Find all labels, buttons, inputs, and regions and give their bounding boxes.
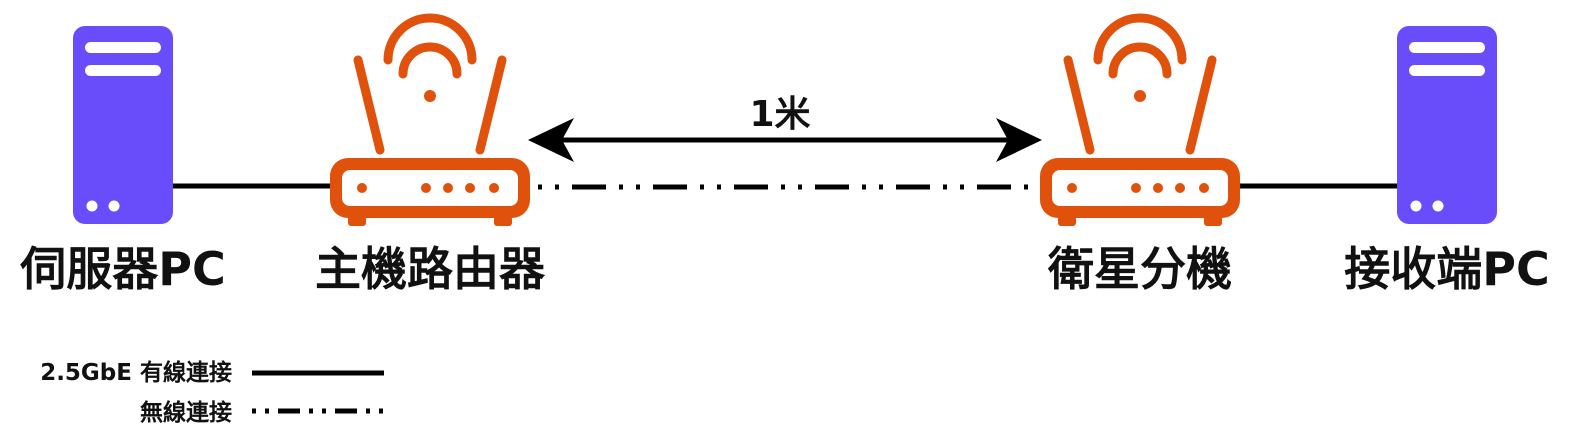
main-router-icon: [330, 18, 530, 226]
server-pc-icon: [73, 26, 173, 224]
satellite-router-icon: [1040, 18, 1240, 226]
legend: 2.5GbE 有線連接 無線連接: [40, 359, 384, 426]
main-router-label: 主機路由器: [315, 242, 546, 296]
server-pc-label: 伺服器PC: [19, 242, 225, 296]
legend-wireless-label: 無線連接: [140, 399, 232, 426]
client-pc-label: 接收端PC: [1344, 242, 1549, 296]
legend-wired-label: 2.5GbE 有線連接: [40, 359, 232, 386]
distance-label: 1米: [749, 94, 810, 135]
client-pc-icon: [1397, 26, 1497, 224]
satellite-label: 衛星分機: [1047, 242, 1232, 296]
distance-arrow: [528, 118, 1042, 162]
